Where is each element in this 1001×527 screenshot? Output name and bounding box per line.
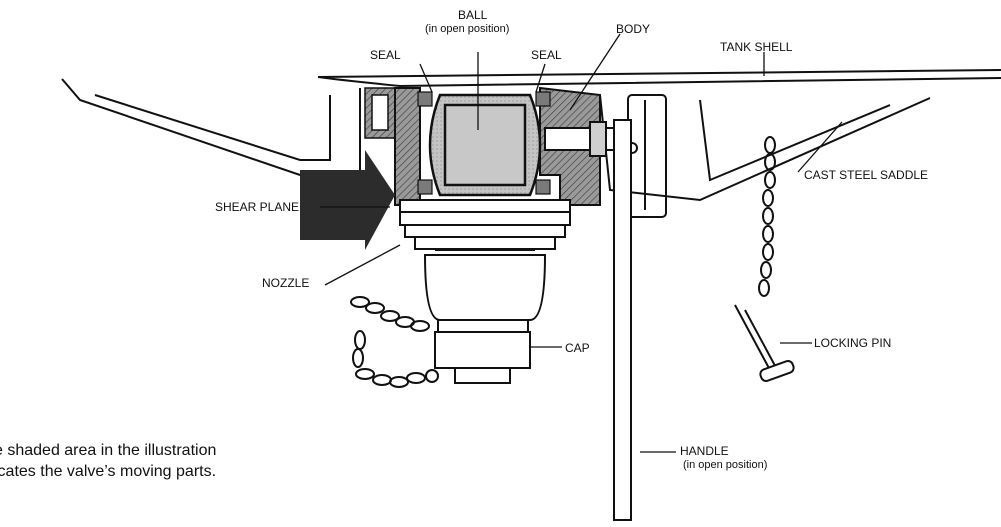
seal-left-label: SEAL (370, 48, 401, 62)
nozzle (404, 224, 566, 321)
body-label: BODY (616, 22, 651, 36)
pin-chain (758, 136, 776, 297)
nozzle-label: NOZZLE (262, 276, 310, 290)
handle-sub-label: (in open position) (683, 459, 768, 471)
ball-sub-label: (in open position) (425, 23, 510, 35)
valve-body (394, 86, 601, 226)
stem (544, 121, 638, 157)
caption-line-2: icates the valve’s moving parts. (0, 463, 217, 480)
leader-lines (320, 33, 843, 453)
bolt-block (364, 87, 396, 139)
handle-label: HANDLE (680, 444, 729, 458)
seals (417, 91, 551, 195)
saddle-left (61, 78, 361, 180)
ball (428, 93, 542, 197)
cast-steel-saddle-label: CAST STEEL SADDLE (804, 168, 929, 182)
caption-line-1: e shaded area in the illustration (0, 442, 217, 459)
tank-shell-label: TANK SHELL (720, 40, 793, 54)
shear-plane-label: SHEAR PLANE (215, 200, 300, 214)
tank-shell (317, 69, 1001, 88)
locking-pin (734, 304, 795, 383)
handle (613, 119, 632, 521)
saddle-right (599, 94, 931, 218)
cap-label: CAP (565, 341, 590, 355)
cap (434, 319, 531, 384)
locking-pin-label: LOCKING PIN (814, 336, 892, 350)
seal-right-label: SEAL (531, 48, 562, 62)
shear-plane-arrow (300, 150, 395, 250)
cap-chain (350, 296, 439, 388)
ball-label: BALL (458, 8, 488, 22)
caption: e shaded area in the illustration icates… (0, 440, 354, 482)
